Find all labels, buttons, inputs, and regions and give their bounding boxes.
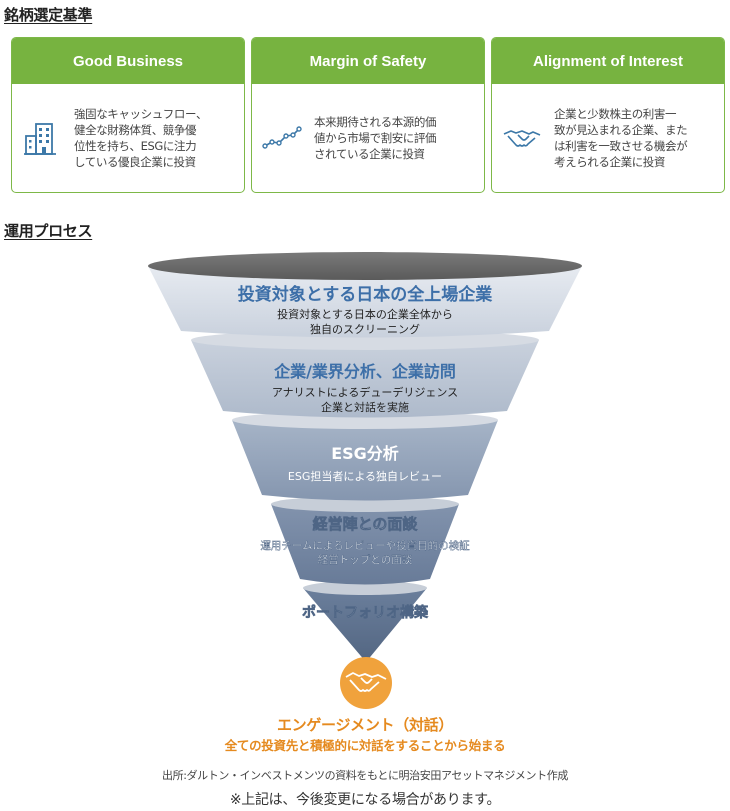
funnel-segment-5 bbox=[303, 588, 427, 662]
funnel-rim bbox=[303, 581, 427, 595]
card-title: Good Business bbox=[12, 38, 244, 84]
stage-4-line-2: 経営トップとの面談 bbox=[318, 553, 413, 566]
stage-4-title: 経営陣との面談 bbox=[313, 515, 419, 533]
engagement-badge bbox=[340, 657, 392, 709]
handshake-icon bbox=[345, 672, 387, 692]
card-description: 企業と少数株主の利害一 致が見込まれる企業、また は利害を一致させる機会が 考え… bbox=[554, 107, 688, 169]
handshake-icon bbox=[503, 130, 541, 147]
criteria-title: 銘柄選定基準 bbox=[4, 6, 93, 24]
process-funnel: 投資対象とする日本の全上場企業 投資対象とする日本の企業全体から 独自のスクリー… bbox=[148, 252, 582, 709]
criteria-cards: Good Business 強固なキャッシュフロー、 健全な財務体質、競争優 位… bbox=[11, 37, 726, 195]
card-description: 本来期待される本源的価 値から市場で割安に評価 されている企業に投資 bbox=[314, 115, 437, 161]
card-margin-of-safety: Margin of Safety 本来期待される本源的価 値から市場で割安に評価… bbox=[251, 37, 485, 193]
engagement-title: エンゲージメント（対話） bbox=[276, 716, 454, 734]
engagement-subtitle: 全ての投資先と積極的に対話をすることから始まる bbox=[224, 738, 506, 753]
funnel-segment-4 bbox=[271, 504, 459, 585]
stage-4-line-1: 運用チームによるレビューや投資目的の検証 bbox=[260, 539, 470, 552]
funnel-rim bbox=[271, 496, 459, 512]
card-title: Alignment of Interest bbox=[492, 38, 724, 84]
building-icon bbox=[24, 123, 56, 155]
funnel-segment-2 bbox=[191, 340, 539, 418]
stage-2-line-2: 企業と対話を実施 bbox=[321, 400, 409, 414]
funnel-segment-3 bbox=[232, 420, 498, 501]
funnel-top-opening bbox=[148, 252, 582, 280]
source-note: 出所:ダルトン・インベストメンツの資料をもとに明治安田アセットマネジメント作成 bbox=[162, 769, 568, 782]
stage-3-line-1: ESG担当者による独自レビュー bbox=[288, 469, 442, 483]
process-title: 運用プロセス bbox=[4, 222, 93, 240]
card-title: Margin of Safety bbox=[252, 38, 484, 84]
trend-line-icon bbox=[262, 126, 302, 149]
card-good-business: Good Business 強固なキャッシュフロー、 健全な財務体質、競争優 位… bbox=[11, 37, 245, 193]
stage-2-title: 企業/業界分析、企業訪問 bbox=[273, 362, 456, 381]
stage-1-title: 投資対象とする日本の全上場企業 bbox=[238, 284, 493, 305]
card-alignment-of-interest: Alignment of Interest 企業と少数株主の利害一 致が見込まれ… bbox=[491, 37, 725, 193]
stage-1-line-1: 投資対象とする日本の企業全体から bbox=[277, 307, 453, 321]
card-description: 強固なキャッシュフロー、 健全な財務体質、競争優 位性を持ち、ESGに注力 して… bbox=[74, 107, 208, 169]
stage-3-title: ESG分析 bbox=[331, 444, 399, 463]
funnel-segment-1 bbox=[148, 266, 582, 338]
disclaimer-note: ※上記は、今後変更になる場合があります。 bbox=[229, 792, 501, 808]
stage-2-line-1: アナリストによるデューデリジェンス bbox=[272, 385, 458, 399]
stage-5-title: ポートフォリオ構築 bbox=[302, 604, 429, 621]
stage-1-line-2: 独自のスクリーニング bbox=[310, 322, 420, 336]
